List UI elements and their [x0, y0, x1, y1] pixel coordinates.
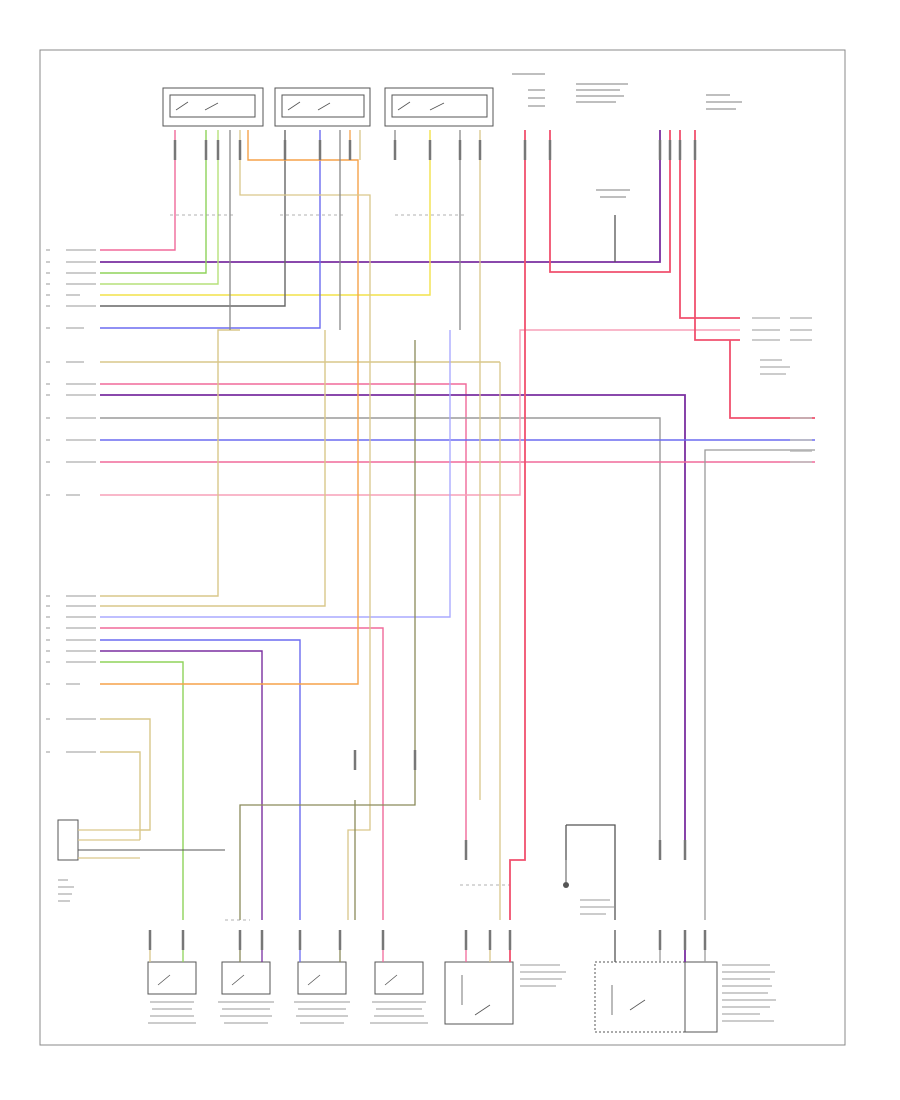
wire-gray-1: [100, 330, 451, 618]
wire-blue-top: [100, 130, 321, 329]
top-sensor-mid: [274, 87, 371, 127]
wire-pink-top: [100, 130, 176, 251]
bottom-sensor-a: [147, 930, 197, 995]
wire-tan-4: [100, 751, 141, 840]
bottom-labels: [148, 899, 776, 1024]
wire-tan-2: [100, 330, 326, 607]
horizontal-wires: [100, 130, 815, 920]
pin-markers: [148, 140, 707, 950]
module-box: [594, 930, 718, 1033]
wire-pink-lowest: [100, 329, 740, 496]
top-sensor-right: [384, 87, 494, 127]
left-terminal-labels: [66, 249, 96, 753]
wire-purple-mid: [100, 394, 686, 840]
vertical-top-wires: [229, 130, 501, 920]
wire-purple-2: [100, 650, 263, 920]
bottom-sensor-d: [374, 930, 424, 995]
right-dark-wires: [565, 215, 815, 920]
wire-green-2: [100, 661, 184, 920]
wire-gray-mid: [100, 417, 661, 840]
wire-orange: [100, 130, 359, 685]
top-right-labels: [512, 73, 742, 198]
wire-purple-top: [100, 130, 661, 263]
wire-dark-top: [100, 130, 286, 307]
wire-gray-2: [100, 639, 301, 920]
top-sensor-left: [162, 87, 264, 127]
red-power-wires: [509, 130, 815, 920]
right-terminal-labels: [752, 317, 812, 463]
relay-box: [444, 930, 514, 1025]
bottom-sensor-b: [221, 930, 271, 995]
diagram-frame: [39, 49, 846, 1046]
shield-lines: [170, 214, 510, 921]
wire-lightgreen: [100, 130, 219, 285]
wire-tan-3: [100, 718, 151, 831]
wire-tan-1: [100, 329, 240, 597]
left-pin-numbers: [46, 249, 50, 753]
wire-pink-2: [100, 627, 384, 920]
wire-pink-mid: [100, 383, 467, 840]
wire-yellow: [100, 130, 431, 296]
ground-symbol: [563, 860, 569, 888]
connector-left: [57, 819, 225, 902]
wire-green-top: [100, 130, 207, 274]
